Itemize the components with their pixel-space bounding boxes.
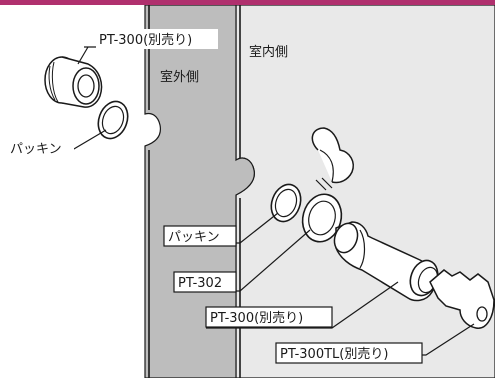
pt300tl-key (429, 269, 495, 329)
callout-packing-right: パッキン (163, 225, 237, 247)
callout-packing-right-text: パッキン (168, 230, 220, 245)
packing-ring-right (270, 183, 302, 223)
indoor-side-label: 室内側 (249, 44, 288, 60)
callout-pt300tl-text: PT-300TL(別売り) (280, 346, 388, 362)
callout-pt300-bottom-text: PT-300(別売り) (210, 310, 303, 326)
pt300-cylinder-bottom (333, 221, 439, 302)
callout-pt300-bottom: PT-300(別売り) (205, 306, 333, 328)
pt300-cylinder-top (44, 56, 103, 108)
pt302-ring (301, 127, 354, 243)
installation-diagram: 室外側 室内側 (8, 5, 495, 378)
outdoor-side-label: 室外側 (160, 69, 199, 85)
callout-pt302-text: PT-302 (178, 276, 222, 291)
callout-pt302: PT-302 (173, 271, 237, 293)
callout-packing-left: パッキン (8, 140, 74, 158)
callout-pt300-top: PT-300(別売り) (96, 29, 218, 49)
callout-pt300tl: PT-300TL(別売り) (275, 342, 423, 364)
callout-packing-left-text: パッキン (10, 142, 62, 157)
accent-bar (0, 0, 495, 5)
callout-pt300-top-text: PT-300(別売り) (99, 32, 192, 48)
packing-ring-left (97, 100, 129, 140)
